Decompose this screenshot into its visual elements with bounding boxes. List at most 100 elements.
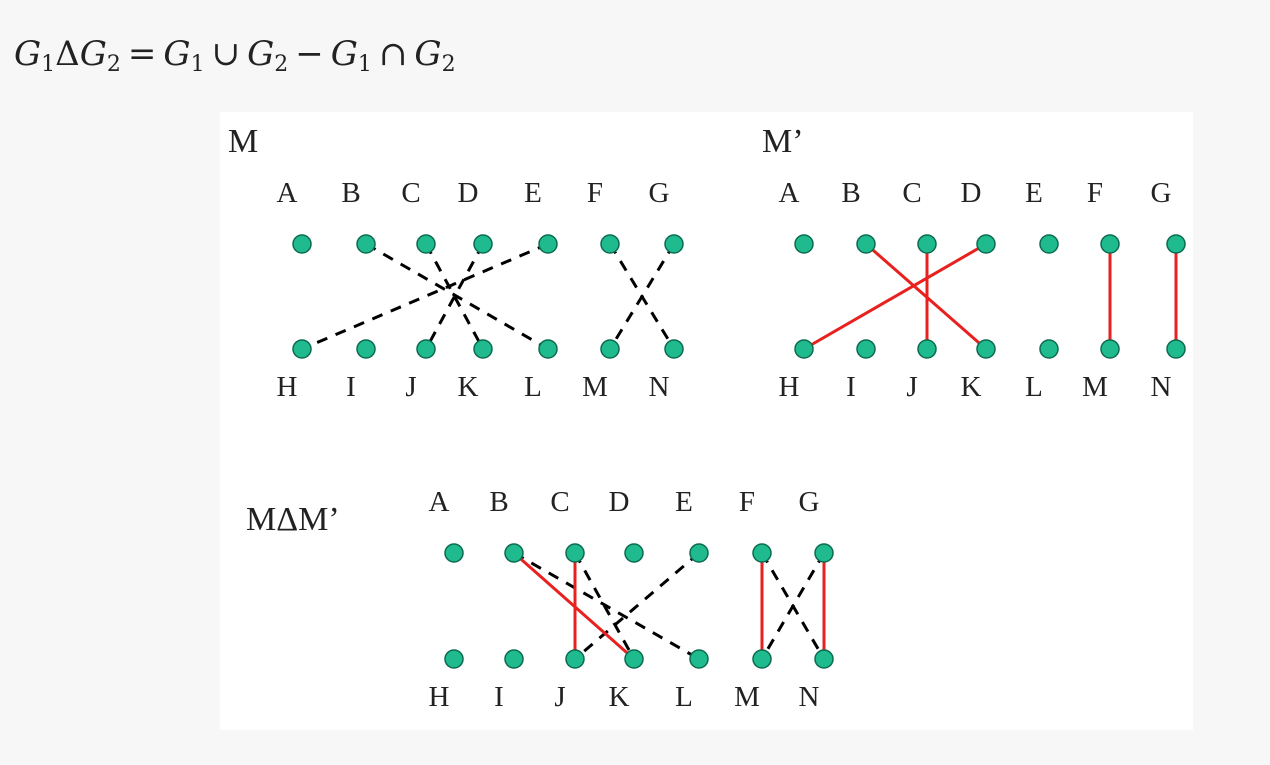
matching-edge-b-l (513, 551, 700, 661)
node-l (689, 649, 709, 669)
augmenting-edge-d-h (803, 242, 987, 351)
equals-symbol: = (127, 34, 157, 74)
node-label-d: D (609, 486, 630, 518)
matching-edge-g-m (760, 552, 826, 660)
node-m (600, 339, 620, 359)
node-label-c: C (401, 177, 420, 209)
node-label-m: M (734, 681, 760, 713)
node-j (917, 339, 937, 359)
node-b (504, 543, 524, 563)
node-l (1039, 339, 1059, 359)
node-label-l: L (1025, 371, 1043, 403)
node-k (976, 339, 996, 359)
matching-edge-e-h (301, 242, 549, 351)
node-label-n: N (649, 371, 670, 403)
matching-edge-e-j (574, 551, 700, 661)
panel-title: M (228, 123, 258, 160)
g2-symbol: G (414, 34, 442, 74)
node-j (565, 649, 585, 669)
node-label-a: A (779, 177, 800, 209)
node-label-f: F (587, 177, 603, 209)
g1-subscript: 1 (41, 52, 56, 77)
node-c (416, 234, 436, 254)
node-h (444, 649, 464, 669)
node-g (814, 543, 834, 563)
node-label-k: K (609, 681, 630, 713)
node-label-j: J (405, 371, 416, 403)
g2-subscript: 2 (106, 52, 121, 77)
intersect-symbol: ∩ (378, 34, 408, 74)
matching-edge-b-l (365, 242, 549, 351)
node-a (444, 543, 464, 563)
node-label-g: G (649, 177, 670, 209)
node-h (794, 339, 814, 359)
node-d (976, 234, 996, 254)
node-f (1100, 234, 1120, 254)
node-label-n: N (1151, 371, 1172, 403)
node-c (565, 543, 585, 563)
node-n (1166, 339, 1186, 359)
node-label-a: A (277, 177, 298, 209)
node-label-k: K (961, 371, 982, 403)
matching-edge-c-k (573, 552, 636, 660)
node-label-j: J (906, 371, 917, 403)
union-symbol: ∪ (211, 34, 241, 74)
node-k (473, 339, 493, 359)
node-label-l: L (675, 681, 693, 713)
node-a (794, 234, 814, 254)
node-label-l: L (524, 371, 542, 403)
g2-subscript: 2 (441, 52, 456, 77)
node-label-k: K (458, 371, 479, 403)
node-label-b: B (341, 177, 360, 209)
node-a (292, 234, 312, 254)
node-label-f: F (739, 486, 755, 518)
node-b (856, 234, 876, 254)
node-e (538, 234, 558, 254)
node-label-e: E (524, 177, 542, 209)
node-i (356, 339, 376, 359)
node-label-g: G (799, 486, 820, 518)
node-h (292, 339, 312, 359)
node-label-h: H (429, 681, 450, 713)
g1-symbol: G (330, 34, 358, 74)
node-label-c: C (550, 486, 569, 518)
node-label-d: D (961, 177, 982, 209)
node-g (1166, 234, 1186, 254)
node-e (1039, 234, 1059, 254)
node-label-b: B (489, 486, 508, 518)
node-b (356, 234, 376, 254)
node-d (473, 234, 493, 254)
panel-title: MΔM’ (246, 501, 340, 538)
node-label-c: C (902, 177, 921, 209)
node-label-d: D (458, 177, 479, 209)
g1-subscript: 1 (357, 52, 372, 77)
g1-symbol: G (163, 34, 191, 74)
node-k (624, 649, 644, 669)
node-label-f: F (1087, 177, 1103, 209)
formula: G1ΔG2=G1∪G2−G1∩G2 (14, 34, 456, 77)
panel-title: M’ (762, 123, 804, 160)
node-n (814, 649, 834, 669)
node-label-m: M (1082, 371, 1108, 403)
node-label-h: H (277, 371, 298, 403)
node-n (664, 339, 684, 359)
node-label-g: G (1151, 177, 1172, 209)
node-label-h: H (779, 371, 800, 403)
node-c (917, 234, 937, 254)
node-label-a: A (429, 486, 450, 518)
minus-symbol: − (295, 34, 324, 74)
g2-subscript: 2 (274, 52, 289, 77)
node-label-j: J (554, 681, 565, 713)
g1-symbol: G (14, 34, 42, 74)
node-i (856, 339, 876, 359)
node-g (664, 234, 684, 254)
g2-symbol: G (247, 34, 275, 74)
node-l (538, 339, 558, 359)
node-label-b: B (841, 177, 860, 209)
node-label-n: N (799, 681, 820, 713)
